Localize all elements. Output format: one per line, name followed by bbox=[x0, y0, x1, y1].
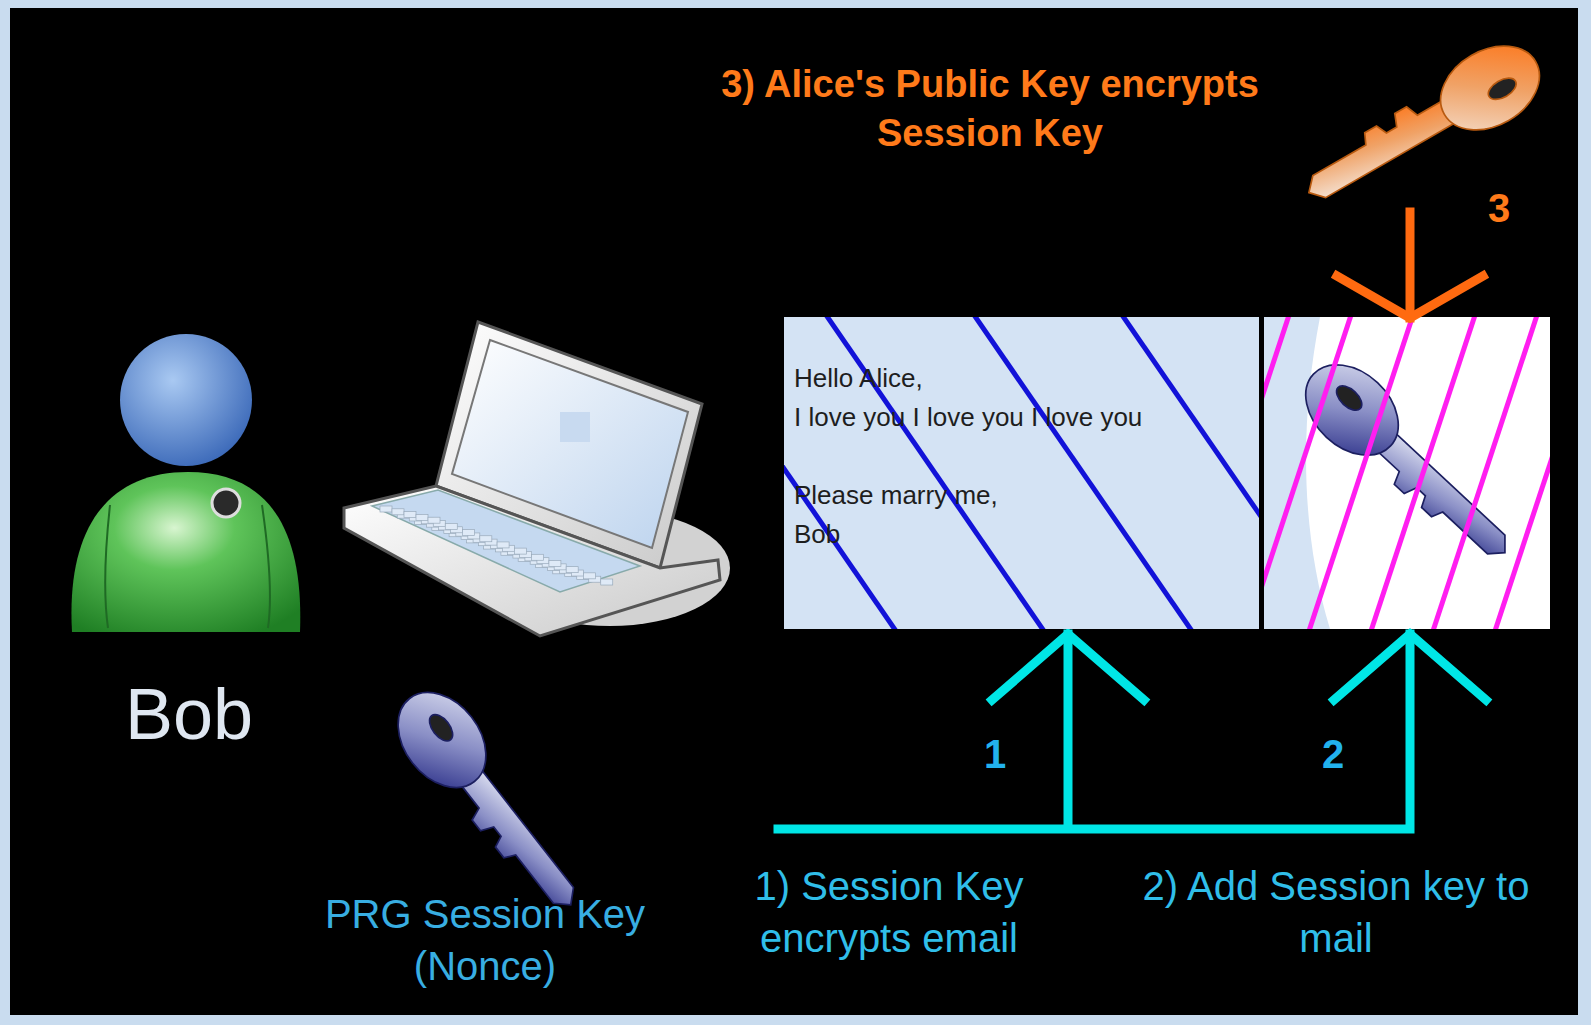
cyan-feed-line bbox=[778, 634, 1410, 829]
orange-line bbox=[1406, 212, 1415, 318]
cyan-arrowhead bbox=[1334, 634, 1486, 700]
person-name: Bob bbox=[84, 668, 294, 762]
hatch-stroke bbox=[1430, 317, 1542, 629]
person-head bbox=[120, 334, 252, 466]
orange-arrow bbox=[1337, 212, 1483, 318]
laptop-key bbox=[583, 573, 595, 579]
key-bow bbox=[1426, 29, 1555, 146]
key-hole bbox=[425, 710, 457, 745]
session-key-in-mail bbox=[1288, 347, 1530, 580]
email-box: Hello Alice,I love you I love you I love… bbox=[784, 317, 1259, 629]
orange-arrowhead bbox=[1337, 276, 1483, 318]
laptop-base bbox=[344, 486, 720, 636]
callout-number: 1 bbox=[984, 728, 1024, 780]
public-key-icon bbox=[1290, 29, 1554, 225]
laptop-key bbox=[497, 542, 509, 548]
letter-line: I love you I love you I love you bbox=[794, 398, 1214, 437]
cyan-arrows bbox=[778, 634, 1486, 829]
step-label: 2) Add Session key to mail bbox=[1136, 860, 1536, 964]
laptop-key bbox=[566, 567, 578, 573]
laptop-key bbox=[463, 530, 475, 536]
letter-line: Bob bbox=[794, 515, 1214, 554]
laptop-keyboard bbox=[372, 490, 640, 592]
callout-number: 2 bbox=[1322, 728, 1362, 780]
drawing-part bbox=[1288, 347, 1530, 580]
person-badge bbox=[212, 489, 240, 517]
person-body bbox=[71, 472, 300, 632]
laptop-key bbox=[514, 548, 526, 554]
key-bow bbox=[380, 675, 504, 804]
step-label: 1) Session Key encrypts email bbox=[704, 860, 1074, 964]
hatch-stroke bbox=[1492, 317, 1550, 629]
hatch-stroke bbox=[972, 317, 1194, 629]
hatch-stroke bbox=[1120, 317, 1259, 629]
laptop-keys bbox=[380, 506, 613, 585]
key-hole bbox=[1485, 74, 1520, 104]
drawing-part bbox=[380, 675, 600, 927]
cyan-arrowhead bbox=[992, 634, 1144, 700]
laptop-key bbox=[601, 579, 613, 585]
key-box-ground bbox=[1264, 317, 1550, 629]
laptop-window bbox=[560, 412, 590, 442]
letter-line: Please marry me, bbox=[794, 476, 1214, 515]
callout-number: 3 bbox=[1488, 182, 1528, 234]
laptop-key bbox=[392, 509, 404, 515]
hatch-stroke bbox=[1264, 317, 1294, 629]
laptop-key bbox=[428, 517, 440, 523]
laptop-icon bbox=[344, 322, 730, 636]
session-key-icon bbox=[380, 675, 600, 927]
drawing-part bbox=[1290, 29, 1554, 225]
hatch-stroke bbox=[1306, 317, 1418, 629]
laptop-key bbox=[404, 512, 416, 518]
letter-line: Hello Alice, bbox=[794, 359, 1214, 398]
person-seam bbox=[105, 505, 270, 628]
key-hole bbox=[1332, 381, 1366, 414]
laptop-key bbox=[445, 523, 457, 529]
laptop-key bbox=[480, 536, 492, 542]
hatch-stroke bbox=[1264, 317, 1356, 629]
key-caption: PRG Session Key (Nonce) bbox=[320, 888, 650, 992]
laptop-key bbox=[416, 514, 428, 520]
key-hatching bbox=[1264, 317, 1550, 629]
hatch-stroke bbox=[1368, 317, 1480, 629]
person-icon bbox=[71, 334, 300, 632]
laptop-key bbox=[549, 560, 561, 566]
step-label: 3) Alice's Public Key encrypts Session K… bbox=[720, 60, 1260, 159]
laptop-key bbox=[532, 554, 544, 560]
laptop-key bbox=[380, 506, 392, 512]
